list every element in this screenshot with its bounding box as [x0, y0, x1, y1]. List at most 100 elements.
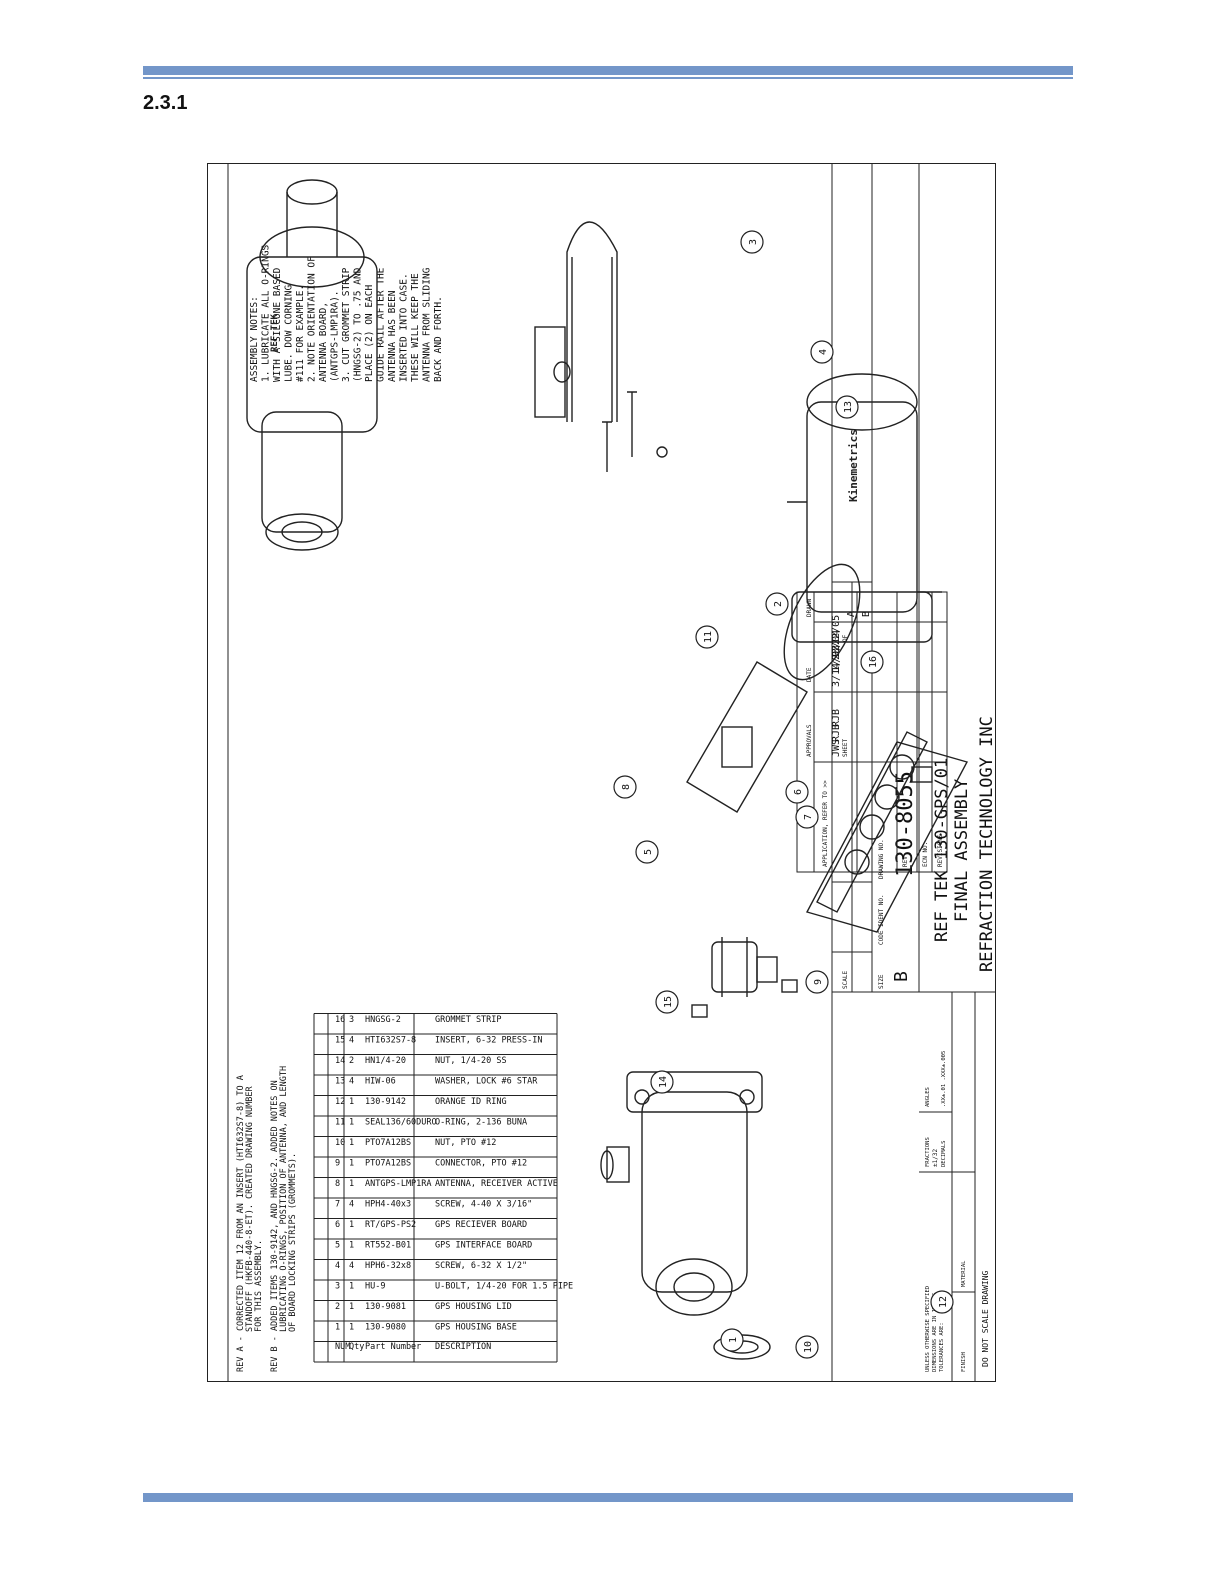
- balloon-label: 14: [658, 1076, 669, 1088]
- bom-cell: 9: [335, 1159, 340, 1169]
- balloon-label: 2: [773, 601, 784, 607]
- antenna: [686, 661, 808, 813]
- balloon-circle: [860, 650, 884, 674]
- rev-by: RJB: [831, 724, 842, 742]
- bom-cell: 4: [335, 1261, 340, 1271]
- assembly-note-line: WITH A SILCONE BASED: [272, 267, 283, 382]
- code-ident-label: CODE IDENT NO.: [878, 894, 885, 945]
- bom-cell: 5: [335, 1241, 340, 1251]
- size-label: SIZE: [878, 974, 885, 989]
- rev-note-line: REV A - CORRECTED ITEM 12 FROM AN INSERT…: [236, 1075, 246, 1372]
- revisions-label: REVISIONS: [937, 834, 944, 867]
- bom-cell: GPS INTERFACE BOARD: [435, 1241, 532, 1251]
- rev-note-line: REV B - ADDED ITEMS 130-9142, AND HNGSG-…: [270, 1080, 280, 1372]
- bom-cell: SCREW, 4-40 X 3/16": [435, 1200, 532, 1210]
- balloon-label: 7: [803, 814, 814, 820]
- bom-cell: NUT, PTO #12: [435, 1138, 496, 1148]
- rev-by: JWS: [831, 739, 842, 757]
- rev-label: REV: [902, 856, 909, 867]
- bom-cell: 1: [349, 1118, 354, 1128]
- scale-label: SCALE: [842, 971, 849, 989]
- rev-by: RJB: [831, 709, 842, 727]
- bom-cell: 4: [349, 1077, 354, 1087]
- drawing-title-1: FINAL ASSEMBLY: [952, 779, 972, 922]
- assembly-note-line: (HNGSG-2) TO .75 AND: [353, 267, 364, 382]
- assembly-note-line: PLACE (2) ON EACH: [364, 284, 375, 382]
- assembly-note-line: ANTENNA BOARD,: [318, 302, 329, 382]
- rev-date: 1/23/04: [831, 630, 842, 672]
- balloon-label: 1: [728, 1337, 739, 1343]
- housing-base: [600, 1071, 763, 1316]
- tolerance-angles: ANGLES: [925, 1087, 931, 1107]
- balloon-circle: [635, 840, 659, 864]
- bom-cell: WASHER, LOCK #6 STAR: [435, 1077, 538, 1087]
- insert: [691, 1004, 708, 1018]
- u-bolt: [534, 221, 618, 422]
- rev-letter: A: [846, 611, 857, 617]
- rev-note-line: FOR THIS ASSEMBLY.: [254, 1240, 264, 1332]
- section-number: 2.3.1: [143, 92, 188, 114]
- bom-cell: 1: [349, 1302, 354, 1312]
- balloon-circle: [810, 340, 834, 364]
- assembly-note-line: INSERTED INTO CASE.: [399, 273, 410, 382]
- do-not-scale: DO NOT SCALE DRAWING: [981, 1270, 990, 1367]
- bom-cell: 4: [349, 1036, 354, 1046]
- bom-cell: HPH4-40x3: [365, 1200, 411, 1210]
- balloon-label: 15: [663, 996, 674, 1008]
- balloon-label: 11: [703, 631, 714, 643]
- tolerance-fractions: FRACTIONS: [925, 1137, 931, 1167]
- exploded-view-parts: [246, 179, 969, 1360]
- balloon-label: 16: [868, 656, 879, 668]
- rev-date: 3/14/03: [831, 645, 842, 687]
- bom-cell: O-RING, 2-136 BUNA: [435, 1118, 527, 1128]
- balloon-label: 3: [748, 239, 759, 245]
- balloon-label: 12: [938, 1296, 949, 1308]
- balloon-circle: [740, 230, 764, 254]
- bom-cell: HTI632S7-8: [365, 1036, 416, 1046]
- bom-cell: 130-9080: [365, 1323, 406, 1333]
- assembly-note-line: #111 FOR EXAMPLE.: [295, 285, 306, 382]
- bom-cell: HU-9: [365, 1282, 385, 1292]
- bom-cell: NUT, 1/4-20 SS: [435, 1056, 507, 1066]
- tolerance-line: TOLERANCES ARE:: [939, 1322, 945, 1372]
- bom-cell: 130-9142: [365, 1097, 406, 1107]
- bom-cell: 1: [349, 1138, 354, 1148]
- rev-note-line: STANDOFF (HKFB-440-8-ET). CREATED DRAWIN…: [245, 1085, 255, 1332]
- case-marking: Kinemetrics: [847, 429, 860, 502]
- bom-cell: RT/GPS-PS2: [365, 1220, 416, 1230]
- balloon-circle: [765, 592, 789, 616]
- balloon-circle: [655, 990, 679, 1014]
- insert-2: [781, 979, 798, 993]
- revision-table-text: APPLICATION, REFER TO >>APPROVALSDATEDRA…: [806, 599, 944, 867]
- connector: [711, 937, 778, 997]
- balloon-circle: [795, 805, 819, 829]
- bom-cell: 4: [349, 1261, 354, 1271]
- header-rule: [143, 66, 1073, 75]
- bom-cell: 1: [349, 1159, 354, 1169]
- assembly-note-line: ASSEMBLY NOTES:: [249, 296, 260, 382]
- balloon-circle: [613, 775, 637, 799]
- bom-cell: ORANGE ID RING: [435, 1097, 507, 1107]
- balloon-circle: [835, 395, 859, 419]
- balloon-label: 6: [793, 789, 804, 795]
- of-label: OF: [842, 634, 849, 642]
- tolerance-decimals: DECIMALS: [941, 1141, 947, 1168]
- balloon-circle: [650, 1070, 674, 1094]
- balloon-label: 8: [621, 784, 632, 790]
- assembly-note-line: BACK AND FORTH.: [433, 296, 444, 382]
- assembly-note-line: (ANTGPS-LMP1RA).: [330, 290, 341, 382]
- bom-cell: HN1/4-20: [365, 1056, 406, 1066]
- balloon-label: 9: [813, 979, 824, 985]
- bom-cell: RT552-B01: [365, 1241, 411, 1251]
- revision-notes: REV A - CORRECTED ITEM 12 FROM AN INSERT…: [236, 1066, 298, 1372]
- bom-cell: 1: [349, 1241, 354, 1251]
- assembly-note-line: 3. CUT GROMMET STRIP: [341, 267, 352, 382]
- bom-cell: PTO7A12BS: [365, 1159, 411, 1169]
- ecn-label: ECN NO.: [922, 842, 929, 867]
- screws: [602, 391, 668, 472]
